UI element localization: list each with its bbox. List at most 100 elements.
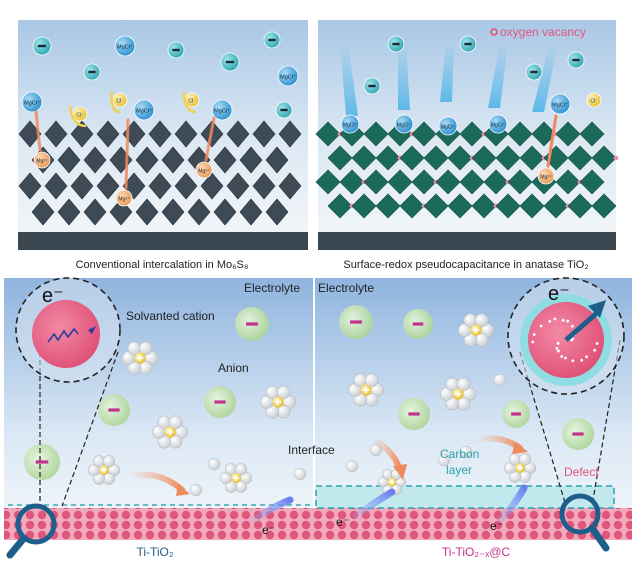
magnifier-lens-right-icon: [559, 493, 601, 535]
mgcl-ion-sphere: [438, 116, 458, 136]
defect-label: Defect: [564, 465, 599, 479]
defect-dot-icon: [539, 324, 543, 328]
anion-icon: [275, 101, 293, 119]
carbon-layer-label-line-1: Carbon: [440, 447, 479, 461]
defect-dot-icon: [555, 346, 559, 350]
plus-sign-icon: [139, 354, 141, 362]
substrate-bar-left: [18, 232, 308, 250]
solvated-cation: [377, 469, 407, 495]
solvated-cation: [457, 313, 495, 347]
anion-icon: [83, 63, 101, 81]
surface-redox-beams: [340, 42, 558, 116]
ion-flow-arrowhead-left: [176, 484, 190, 496]
tio2-octahedron-icon: [579, 121, 605, 147]
mo6s8-lattice: [18, 120, 302, 226]
mg-ion-label: Mg²⁺: [540, 175, 552, 181]
loupe-guide-left-2: [61, 351, 119, 507]
minus-sign-icon: [572, 432, 584, 436]
mgcl-ion-label: MgCl⁺: [441, 125, 456, 131]
mgcl-ion-label: MgCl⁺: [24, 100, 40, 107]
cl-ion: Cl⁻: [586, 92, 602, 108]
mo6s8-cluster-icon: [31, 198, 55, 226]
solvent-molecule-icon: [459, 445, 473, 459]
electron-arrow-left: [251, 496, 294, 524]
mg-ion-label: Mg²⁺: [36, 159, 48, 165]
mo6s8-cluster-icon: [148, 172, 172, 200]
anion-sphere: [502, 400, 530, 428]
mgcl-ion-label: MgCl⁺: [117, 44, 133, 51]
cl-ion: Cl⁻: [72, 106, 88, 122]
defect-dot-icon: [585, 355, 589, 359]
tio2-octahedron-icon: [543, 193, 569, 219]
redox-beam-icon: [340, 42, 358, 116]
tio2-octahedron-icon: [579, 169, 605, 195]
mg-ion-sphere: [33, 151, 51, 169]
solvent-molecule-icon: [234, 463, 248, 476]
tio2-octahedron-icon: [363, 169, 389, 195]
anion-icon: [387, 35, 405, 53]
tio2-octahedron-icon: [507, 169, 533, 195]
defect-dot-icon: [532, 333, 536, 336]
solvent-molecule-icon: [207, 457, 221, 471]
cl-ion-sphere: [586, 92, 602, 108]
mo6s8-cluster-icon: [161, 146, 185, 174]
electron-scatter-arrowhead-icon: [88, 326, 96, 334]
tio2-octahedron-icon: [471, 193, 497, 219]
anion-sphere: [398, 398, 430, 430]
tio2-octahedron-icon: [315, 169, 341, 195]
solvent-molecule-icon: [189, 483, 203, 497]
mo6s8-cluster-icon: [213, 198, 237, 226]
ion-flow-arrowhead-right-1: [393, 464, 407, 480]
minus-sign-icon: [408, 412, 420, 416]
tio2-octahedron-icon: [519, 193, 545, 219]
anion-icon: [167, 41, 185, 59]
mo6s8-cluster-icon: [18, 172, 42, 200]
anion-icon: [220, 52, 240, 72]
tio2-octahedron-icon: [339, 169, 365, 195]
mg-ion-label: Mg²⁺: [198, 169, 210, 175]
solvent-molecule-icon: [364, 373, 379, 388]
minus-sign-icon: [412, 322, 424, 326]
solvent-molecule-icon: [437, 453, 451, 467]
plus-sign-icon: [235, 475, 237, 481]
mo6s8-cluster-icon: [265, 146, 289, 174]
redox-beam-icon: [398, 42, 410, 110]
mgcl-ion: MgCl⁺: [114, 35, 136, 57]
mo6s8-cluster-icon: [83, 146, 107, 174]
mo6s8-cluster-icon: [252, 120, 276, 148]
tio2-octahedron-icon: [375, 193, 401, 219]
minus-sign-icon: [172, 48, 180, 52]
electron-transfer-arrowhead-icon: [588, 300, 606, 318]
minus-sign-icon: [572, 58, 580, 62]
mgcl-ion-label: MgCl⁺: [136, 108, 152, 115]
tio2-octahedron-icon: [495, 145, 521, 171]
mgcl-ion-sphere: [277, 65, 299, 87]
magnifier-handle-left-icon: [6, 534, 28, 559]
electrolyte-species: [24, 305, 594, 497]
anion-icon: [363, 77, 381, 95]
intercalation-arrow-icon: [124, 118, 130, 190]
mo6s8-cluster-icon: [96, 120, 120, 148]
ti-tio2x-c-label: Ti-TiO₂₋ₓ@C: [442, 545, 511, 559]
magnifier-right: e⁻: [507, 277, 625, 552]
mo6s8-cluster-icon: [174, 172, 198, 200]
tio2-octahedron-icon: [447, 193, 473, 219]
mo6s8-cluster-icon: [226, 120, 250, 148]
mgcl-ion-label: MgCl⁺: [552, 102, 568, 109]
carbon-layer-label-line-2: layer: [446, 463, 472, 477]
solvated-cation: [347, 373, 385, 407]
tio2-octahedron-icon: [435, 169, 461, 195]
cl-ion-label: Cl⁻: [188, 99, 196, 105]
plus-sign-icon: [457, 390, 459, 398]
mo6s8-cluster-icon: [83, 198, 107, 226]
defect-dot-icon: [571, 359, 575, 363]
mo6s8-cluster-icon: [57, 146, 81, 174]
anion-sphere: [98, 394, 130, 426]
panel-top-right: MgCl⁺MgCl⁺MgCl⁺MgCl⁺MgCl⁺Cl⁻Mg²⁺ oxygen …: [315, 20, 619, 271]
tio2-octahedron-icon: [531, 121, 557, 147]
mo6s8-cluster-icon: [135, 198, 159, 226]
mg-ion: Mg²⁺: [195, 161, 213, 179]
tio2-octahedron-icon: [495, 193, 521, 219]
tio2-octahedron-icon: [459, 121, 485, 147]
defect-dot-icon: [531, 340, 535, 344]
